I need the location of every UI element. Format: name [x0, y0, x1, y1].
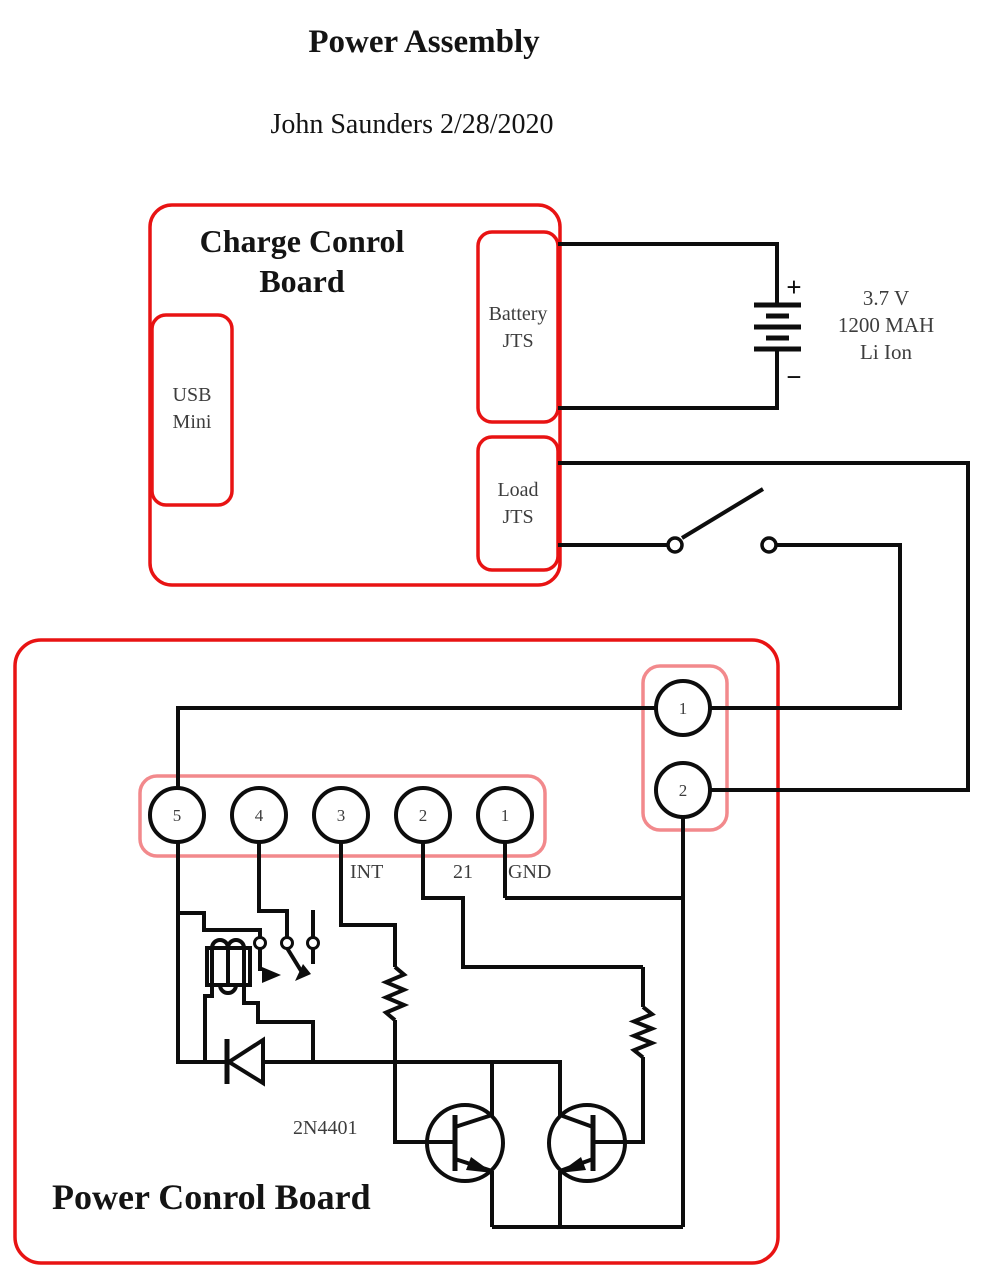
board-outlines: [13, 203, 780, 1265]
pin-circle-4: [230, 786, 288, 844]
wire-branch-to-relay-contact: [178, 911, 262, 938]
connector-j2: 1 2: [654, 679, 712, 819]
pin-number: 4: [255, 806, 264, 825]
battery-jts-connector-box: [476, 230, 560, 424]
wire-switch-to-j2: [710, 543, 902, 710]
relay-contact-b: [306, 936, 320, 950]
pin-circle-3: [312, 786, 370, 844]
titles: Power Assembly John Saunders 2/28/2020 C…: [52, 24, 554, 1217]
relay-coil-core-box: [205, 946, 252, 987]
relay-coil-left-terminal: [203, 985, 214, 1062]
pin-label-21: 21: [453, 861, 473, 883]
relay: [203, 910, 320, 1062]
pin-circle-2: [654, 761, 712, 819]
diode-triangle: [225, 1036, 265, 1087]
power-board-wires: [176, 706, 685, 1229]
transistor-circle: [547, 1103, 627, 1183]
pin-number: 2: [679, 781, 688, 800]
usb-mini-connector-box: [150, 313, 234, 507]
relay-coil-right-terminal: [242, 985, 315, 1062]
header-j1: 5 4 3 2 1 INT 21 GND: [148, 786, 551, 883]
wire-pin2-to-r2: [421, 842, 643, 969]
transistor-collector-lead: [454, 1113, 493, 1129]
wire-pin3-to-r1: [339, 842, 397, 967]
flyback-diode: [224, 1036, 265, 1087]
transistor-q2: [547, 1103, 627, 1183]
wire-load-top: [558, 461, 970, 792]
pin-number: 5: [173, 806, 182, 825]
wire-battery-positive: [558, 242, 779, 304]
resistor-zigzag: [628, 1005, 658, 1059]
switch-lever: [680, 487, 765, 540]
switch-contact-right: [760, 536, 778, 554]
relay-contact-a: [253, 936, 267, 950]
resistor-r2: [593, 967, 658, 1144]
resistor-zigzag: [380, 965, 410, 1022]
emitter-arrow-icon: [466, 1157, 493, 1173]
relay-coil-bottom-loop: [218, 984, 238, 995]
load-jts-label-line1: Load: [497, 479, 538, 501]
load-jts-connector-box: [476, 435, 560, 572]
relay-coil-windings: [210, 948, 246, 985]
pin-circle-2: [394, 786, 452, 844]
battery-circuit: + − 3.7 V 1200 MAH Li Ion: [558, 242, 934, 410]
load-jts-label-line2: JTS: [502, 506, 533, 528]
pin-label-int: INT: [350, 861, 383, 883]
charge-board-outline: [148, 203, 562, 587]
power-switch: [666, 487, 778, 554]
wire-nodeB-rail: [263, 1060, 562, 1116]
battery-voltage-label: 3.7 V: [863, 286, 909, 310]
resistor-r1: [380, 965, 455, 1144]
power-board-outline: [13, 638, 780, 1265]
battery-jts-label-line1: Battery: [489, 303, 548, 325]
pin-number: 3: [337, 806, 346, 825]
relay-coil-top-loops: [210, 938, 246, 949]
pin-label-gnd: GND: [508, 861, 551, 883]
battery-chemistry-label: Li Ion: [860, 340, 912, 364]
page-title: Power Assembly: [308, 24, 540, 60]
pin-circle-1: [654, 679, 712, 737]
transistor-collector-lead: [559, 1113, 594, 1129]
power-board-title: Power Conrol Board: [52, 1177, 371, 1217]
pin-circle-5: [148, 786, 206, 844]
wire-battery-negative: [558, 349, 779, 410]
charge-board-title-line2: Board: [259, 263, 345, 299]
load-circuit: [558, 461, 970, 792]
battery-minus-sign: −: [786, 362, 801, 392]
battery-symbol: + −: [754, 272, 802, 392]
wire-r1-to-q1-base: [393, 1020, 455, 1144]
transistor-part-label: 2N4401: [293, 1117, 357, 1139]
charge-board-title-line1: Charge Conrol: [200, 223, 405, 259]
relay-contact-common: [280, 936, 294, 950]
switch-contact-left: [666, 536, 684, 554]
relay-arrow-right-icon: [262, 967, 281, 983]
battery-jts-label-line2: JTS: [502, 330, 533, 352]
emitter-arrow-icon: [559, 1157, 586, 1173]
wire-r2-to-q2-base: [593, 1057, 645, 1144]
battery-capacity-label: 1200 MAH: [838, 313, 934, 337]
wire-pin4-to-relay: [257, 842, 289, 938]
wire-pin5-to-j2pin1: [176, 706, 656, 788]
wire-pin5-to-diode: [176, 842, 227, 1064]
pin-circle-1: [476, 786, 534, 844]
transistor-q1: [425, 1103, 505, 1183]
usb-mini-label-line2: Mini: [173, 411, 212, 433]
page-subtitle: John Saunders 2/28/2020: [270, 109, 553, 140]
battery-label: 3.7 V 1200 MAH Li Ion: [838, 286, 934, 364]
relay-arrow-left-icon: [295, 964, 311, 981]
pin-number: 1: [501, 806, 510, 825]
battery-plus-sign: +: [786, 272, 801, 302]
usb-mini-label-line1: USB: [173, 384, 212, 406]
pin-number: 2: [419, 806, 428, 825]
transistor-circle: [425, 1103, 505, 1183]
pin-number: 1: [679, 699, 688, 718]
